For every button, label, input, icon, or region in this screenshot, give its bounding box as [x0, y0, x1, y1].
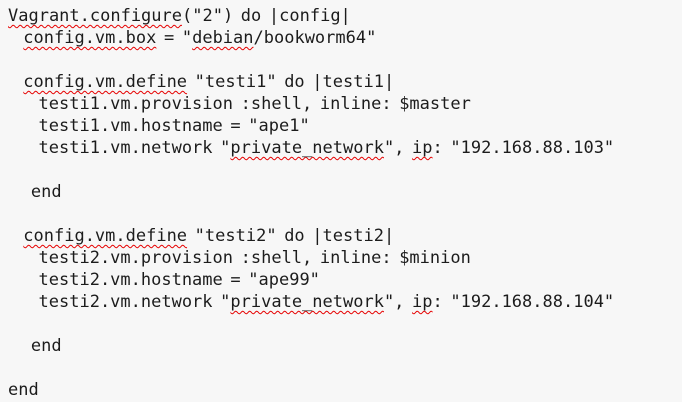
code-text: testi2.vm.network " — [8, 292, 231, 312]
misspelled-word: private_network — [230, 292, 384, 312]
misspelled-word: config.vm.define — [23, 226, 188, 246]
code-text: end — [8, 182, 62, 202]
code-text: end — [8, 380, 39, 400]
code-text: ", — [383, 292, 413, 312]
code-line — [8, 313, 682, 335]
code-line: end — [8, 335, 682, 357]
code-text — [8, 28, 23, 48]
code-line: testi1.vm.provision :shell, inline: $mas… — [8, 93, 682, 115]
code-line — [8, 159, 682, 181]
code-text: "testi1" do |testi1| — [187, 72, 395, 92]
misspelled-word: ip — [412, 138, 433, 158]
code-text: /bookworm64" — [253, 28, 377, 48]
code-line: end — [8, 379, 682, 401]
misspelled-word: config.vm.box — [23, 28, 157, 48]
code-text: end — [8, 336, 62, 356]
code-text: = " — [156, 28, 193, 48]
code-line: testi1.vm.network "private_network", ip:… — [8, 137, 682, 159]
code-text: : "192.168.88.103" — [432, 138, 615, 158]
code-line: testi2.vm.hostname = "ape99" — [8, 269, 682, 291]
misspelled-word: Vagrant.configure — [8, 6, 182, 26]
code-line: config.vm.define "testi1" do |testi1| — [8, 71, 682, 93]
code-line — [8, 357, 682, 379]
code-line — [8, 49, 682, 71]
code-line — [8, 203, 682, 225]
misspelled-word: ip — [412, 292, 433, 312]
code-line: testi2.vm.provision :shell, inline: $min… — [8, 247, 682, 269]
misspelled-word: debian — [192, 28, 254, 48]
code-text — [8, 226, 23, 246]
code-text: testi1.vm.provision :shell, inline: $mas… — [8, 94, 471, 114]
code-line: config.vm.define "testi2" do |testi2| — [8, 225, 682, 247]
misspelled-word: private_network — [230, 138, 384, 158]
code-text: : "192.168.88.104" — [432, 292, 615, 312]
code-text: ", — [383, 138, 413, 158]
code-line: end — [8, 181, 682, 203]
code-text: testi1.vm.hostname = "ape1" — [8, 116, 310, 136]
code-line: testi2.vm.network "private_network", ip:… — [8, 291, 682, 313]
code-text: testi2.vm.hostname = "ape99" — [8, 270, 320, 290]
misspelled-word: config.vm.define — [23, 72, 188, 92]
code-text — [8, 72, 23, 92]
code-line: Vagrant.configure("2") do |config| — [8, 5, 682, 27]
code-text: ("2") do |config| — [182, 6, 351, 26]
code-text: testi2.vm.provision :shell, inline: $min… — [8, 248, 471, 268]
code-text: "testi2" do |testi2| — [187, 226, 395, 246]
code-line: testi1.vm.hostname = "ape1" — [8, 115, 682, 137]
code-text: testi1.vm.network " — [8, 138, 231, 158]
code-line: config.vm.box = "debian/bookworm64" — [8, 27, 682, 49]
